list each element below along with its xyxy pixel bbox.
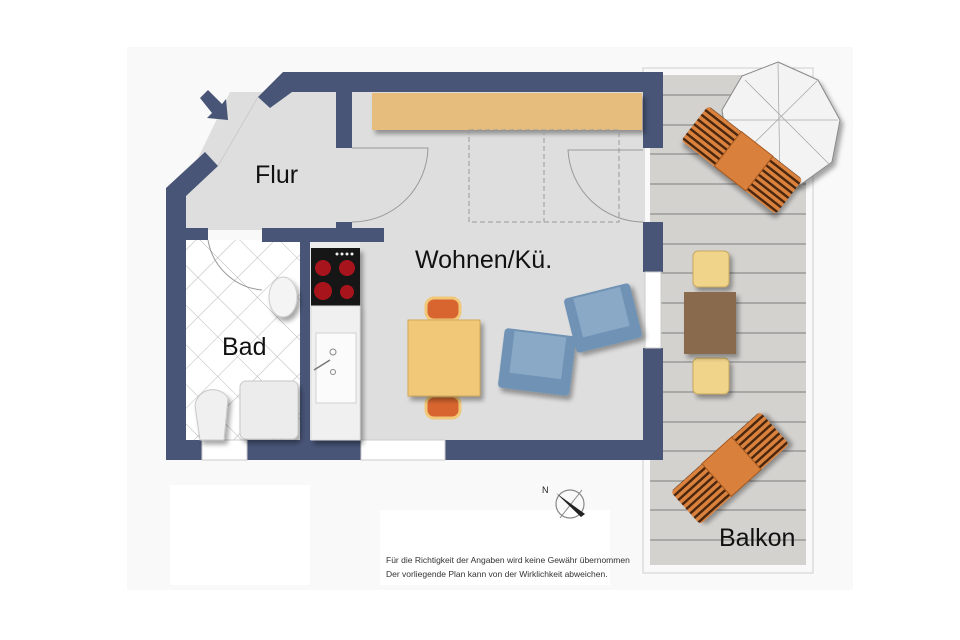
balcony-dining-set (684, 250, 736, 395)
kitchen-sink (313, 332, 357, 404)
shower-tray (239, 380, 299, 440)
compass-icon (555, 489, 585, 519)
walls (166, 72, 663, 460)
room-label-wohnen: Wohnen/Kü. (415, 246, 552, 274)
room-label-flur: Flur (255, 161, 298, 189)
dining-set (407, 296, 481, 420)
disclaimer-line-2: Der vorliegende Plan kann von der Wirkli… (386, 569, 608, 579)
armchair (498, 328, 576, 396)
toilet (194, 389, 229, 441)
stove (311, 248, 360, 306)
entrance-arrow-icon (200, 90, 228, 120)
wardrobe-counter (372, 93, 642, 130)
washbasin (268, 276, 298, 318)
room-label-bad: Bad (222, 333, 266, 361)
compass-north-label: N (542, 485, 549, 495)
sun-lounger (682, 107, 802, 213)
armchair (564, 283, 642, 353)
sun-lounger (672, 413, 788, 523)
room-label-balkon: Balkon (719, 524, 795, 552)
floor-flur (185, 92, 340, 230)
disclaimer-line-1: Für die Richtigkeit der Angaben wird kei… (386, 555, 630, 565)
